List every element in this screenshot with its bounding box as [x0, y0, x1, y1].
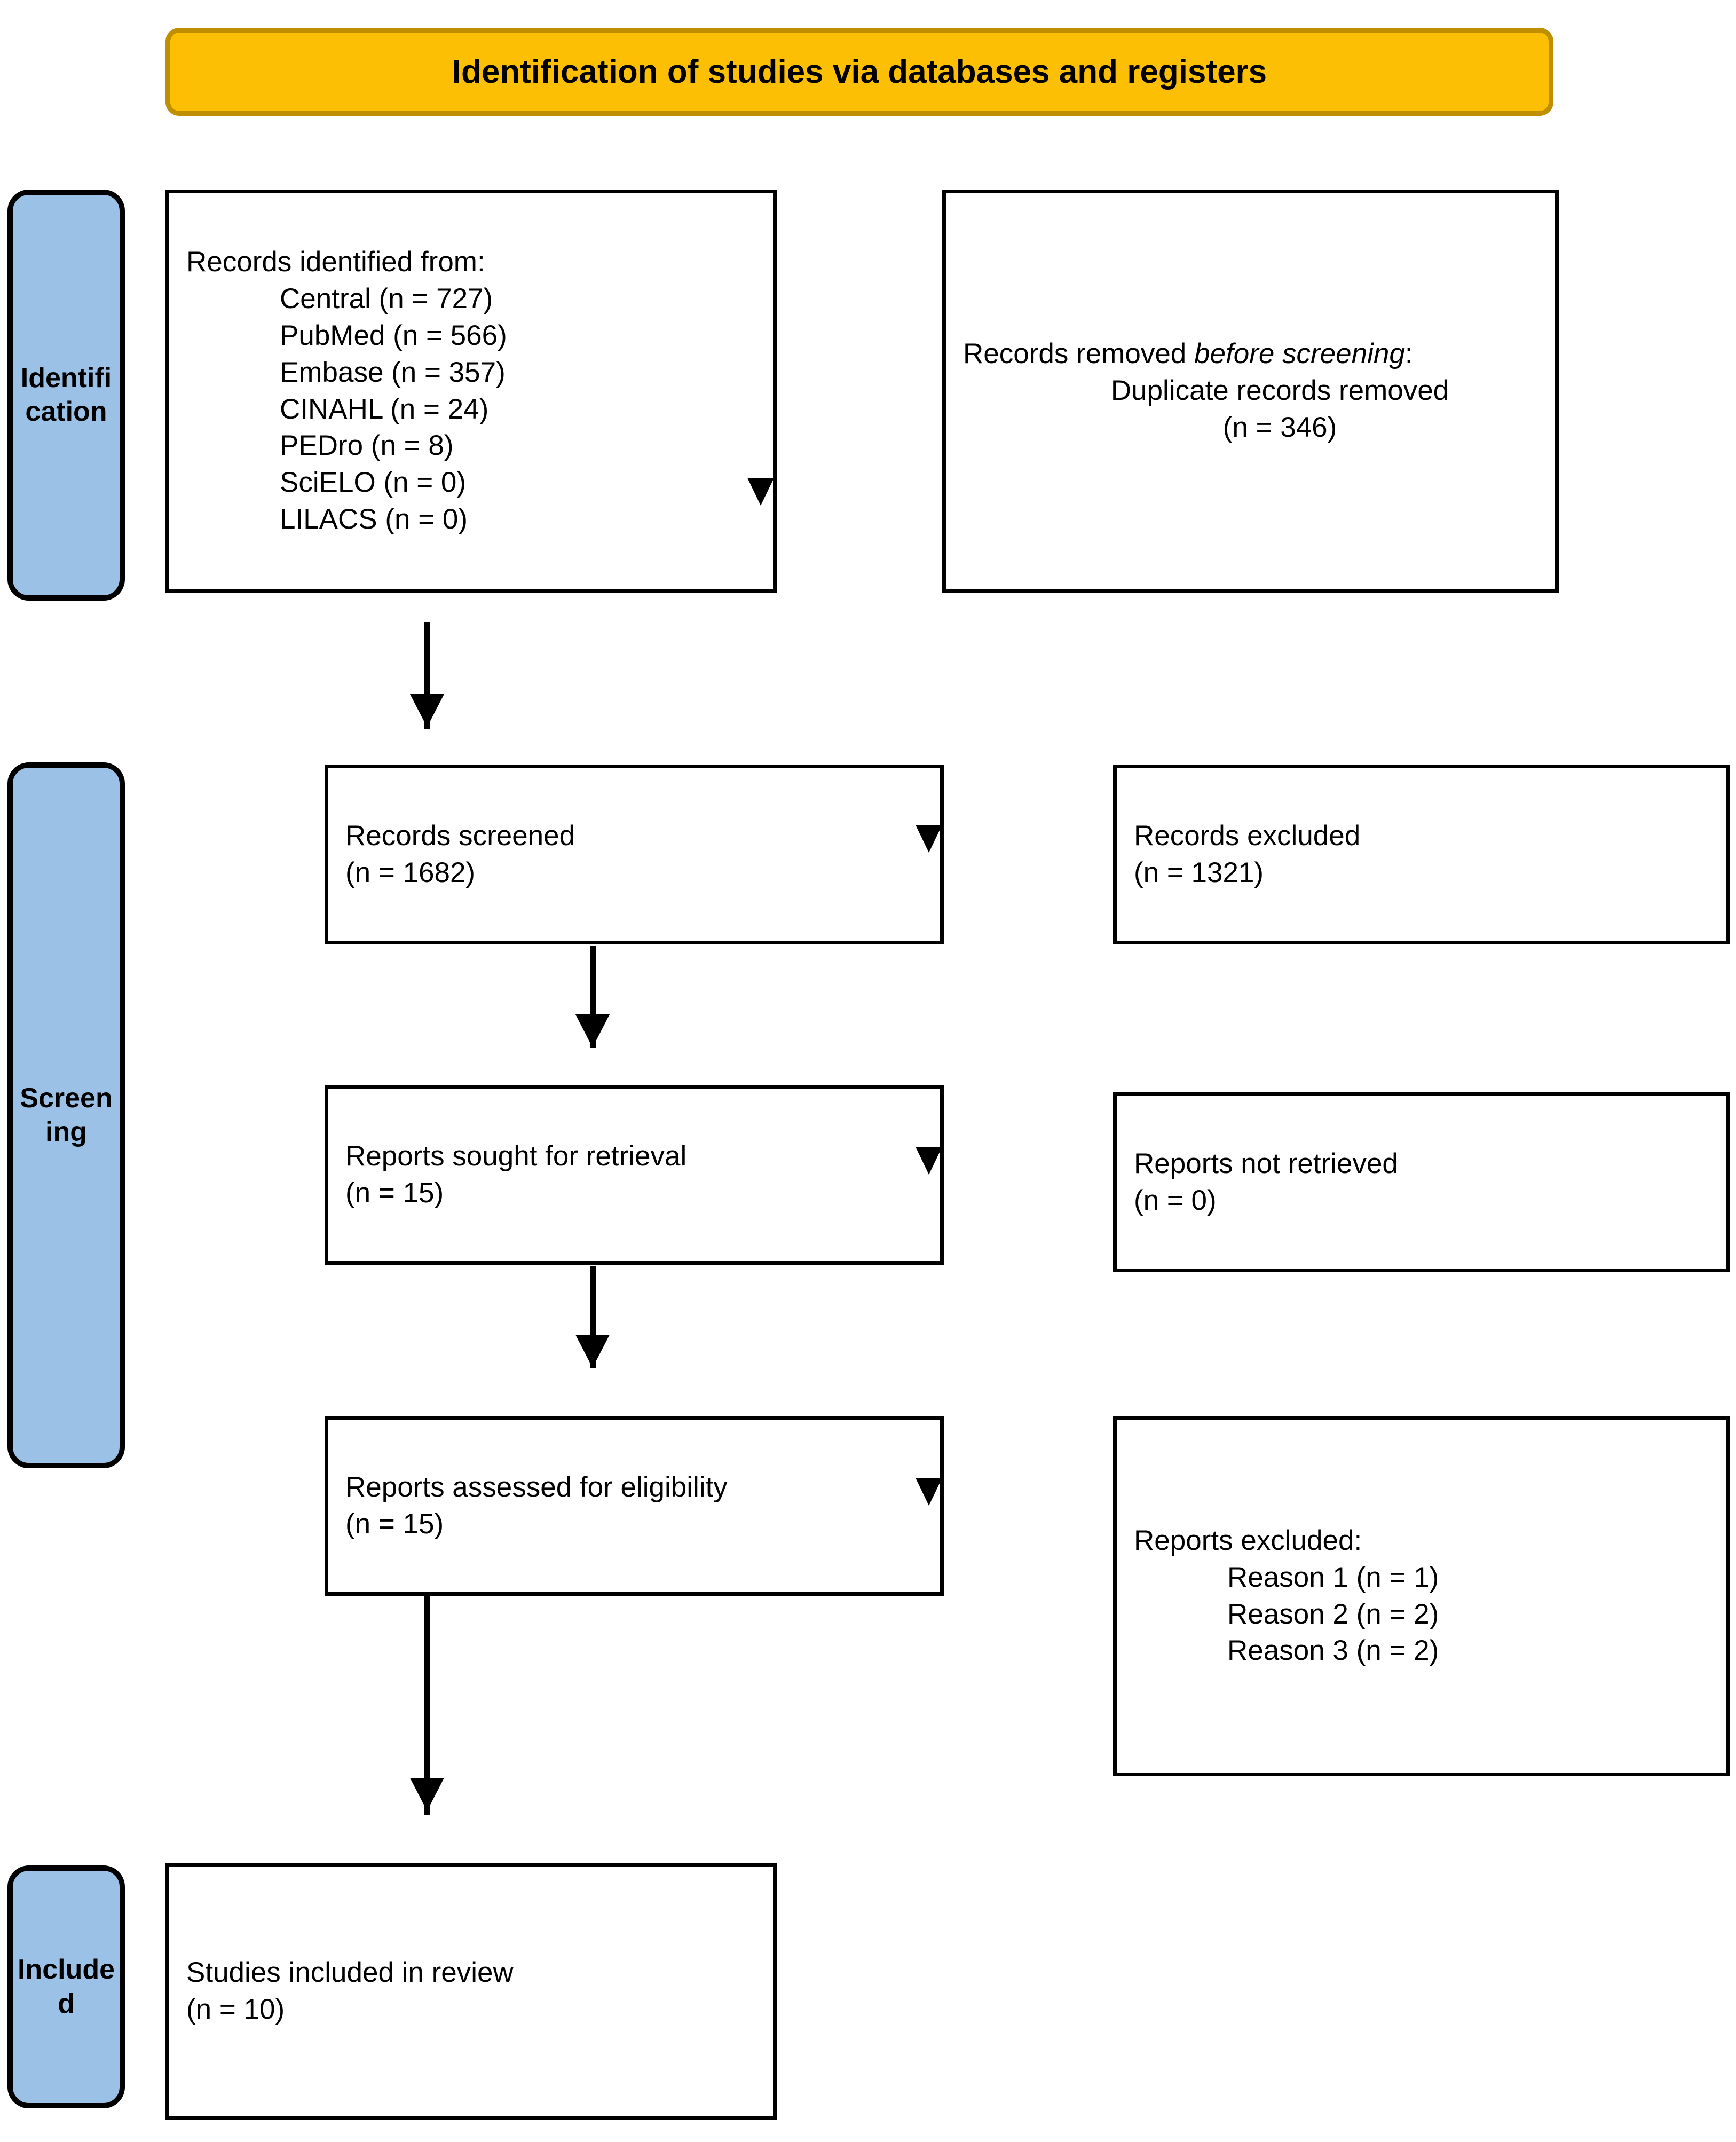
reports-sought-count: (n = 15) — [345, 1177, 444, 1209]
box-records-excluded-body: Records excluded (n = 1321) — [1117, 818, 1726, 892]
reports-not-retrieved-count: (n = 0) — [1134, 1184, 1217, 1216]
box-reports-sought: Reports sought for retrieval (n = 15) — [325, 1085, 944, 1265]
records-removed-heading-pre: Records removed — [963, 338, 1195, 370]
records-screened-count: (n = 1682) — [345, 856, 476, 888]
box-reports-not-retrieved: Reports not retrieved (n = 0) — [1113, 1092, 1730, 1272]
source-central: Central (n = 727) — [280, 282, 493, 314]
records-removed-heading-post: : — [1404, 338, 1413, 370]
box-reports-excluded-body: Reports excluded: Reason 1 (n = 1) Reaso… — [1117, 1523, 1726, 1670]
phase-label-included: Included — [7, 1865, 125, 2108]
box-records-removed: Records removed before screening: Duplic… — [942, 190, 1559, 593]
reports-assessed-label: Reports assessed for eligibility — [345, 1471, 728, 1503]
records-screened-label: Records screened — [345, 820, 575, 852]
phase-label-included-text: Included — [17, 1954, 115, 2019]
reports-excluded-heading: Reports excluded: — [1134, 1524, 1362, 1556]
arrow-head-assessed-to-excluded — [916, 1478, 942, 1506]
diagram-title-banner: Identification of studies via databases … — [165, 28, 1553, 116]
box-records-identified: Records identified from: Central (n = 72… — [165, 190, 777, 593]
source-scielo: SciELO (n = 0) — [280, 467, 467, 499]
box-records-excluded: Records excluded (n = 1321) — [1113, 765, 1730, 944]
source-lilacs: LILACS (n = 0) — [280, 503, 468, 536]
reports-assessed-count: (n = 15) — [345, 1508, 444, 1540]
arrow-line-sought-to-assessed — [590, 1266, 596, 1368]
phase-label-identification: Identification — [7, 190, 125, 601]
records-removed-heading-italic: before screening — [1194, 338, 1405, 370]
reports-not-retrieved-label: Reports not retrieved — [1134, 1147, 1398, 1179]
box-records-removed-body: Records removed before screening: Duplic… — [946, 336, 1555, 446]
duplicate-records-removed-label: Duplicate records removed — [1110, 375, 1449, 407]
studies-included-label: Studies included in review — [186, 1957, 514, 1989]
source-embase: Embase (n = 357) — [280, 356, 506, 388]
records-excluded-count: (n = 1321) — [1134, 856, 1264, 888]
box-reports-not-retrieved-body: Reports not retrieved (n = 0) — [1117, 1146, 1726, 1219]
arrow-head-identified-to-screened — [410, 694, 444, 727]
box-records-screened: Records screened (n = 1682) — [325, 765, 944, 944]
reports-excluded-reason-1: Reason 1 (n = 1) — [1227, 1561, 1439, 1593]
box-reports-assessed: Reports assessed for eligibility (n = 15… — [325, 1416, 944, 1596]
source-pubmed: PubMed (n = 566) — [280, 319, 507, 351]
phase-label-identification-text: Identification — [20, 362, 112, 427]
source-cinahl: CINAHL (n = 24) — [280, 393, 489, 425]
arrow-head-sought-to-not-retrieved — [916, 1147, 942, 1175]
box-reports-sought-body: Reports sought for retrieval (n = 15) — [328, 1138, 940, 1212]
phase-label-screening-text: Screening — [20, 1082, 113, 1147]
records-identified-heading: Records identified from: — [186, 246, 485, 278]
duplicate-records-removed-count: (n = 346) — [1222, 411, 1337, 443]
reports-excluded-reason-2: Reason 2 (n = 2) — [1227, 1598, 1439, 1630]
box-records-identified-body: Records identified from: Central (n = 72… — [169, 244, 773, 538]
box-reports-assessed-body: Reports assessed for eligibility (n = 15… — [328, 1469, 940, 1543]
arrow-head-sought-to-assessed — [575, 1335, 610, 1368]
box-records-screened-body: Records screened (n = 1682) — [328, 818, 940, 892]
box-reports-excluded: Reports excluded: Reason 1 (n = 1) Reaso… — [1113, 1416, 1730, 1776]
reports-sought-label: Reports sought for retrieval — [345, 1140, 687, 1172]
box-studies-included: Studies included in review (n = 10) — [165, 1863, 777, 2120]
studies-included-count: (n = 10) — [186, 1994, 285, 2025]
arrow-line-identified-to-screened — [424, 622, 430, 729]
arrow-line-assessed-to-included — [424, 1594, 430, 1815]
arrow-head-screened-to-excluded — [916, 825, 942, 853]
page-title: Identification of studies via databases … — [452, 53, 1267, 90]
arrow-head-assessed-to-included — [410, 1778, 444, 1811]
reports-excluded-reason-3: Reason 3 (n = 2) — [1227, 1635, 1439, 1667]
box-studies-included-body: Studies included in review (n = 10) — [169, 1955, 773, 2028]
arrow-line-screened-to-sought — [590, 946, 596, 1048]
source-pedro: PEDro (n = 8) — [280, 430, 454, 462]
records-excluded-label: Records excluded — [1134, 820, 1361, 852]
arrow-head-identified-to-removed — [747, 478, 774, 506]
records-removed-heading: Records removed before screening: — [963, 336, 1538, 373]
phase-label-screening: Screening — [7, 762, 125, 1468]
arrow-head-screened-to-sought — [575, 1014, 610, 1048]
